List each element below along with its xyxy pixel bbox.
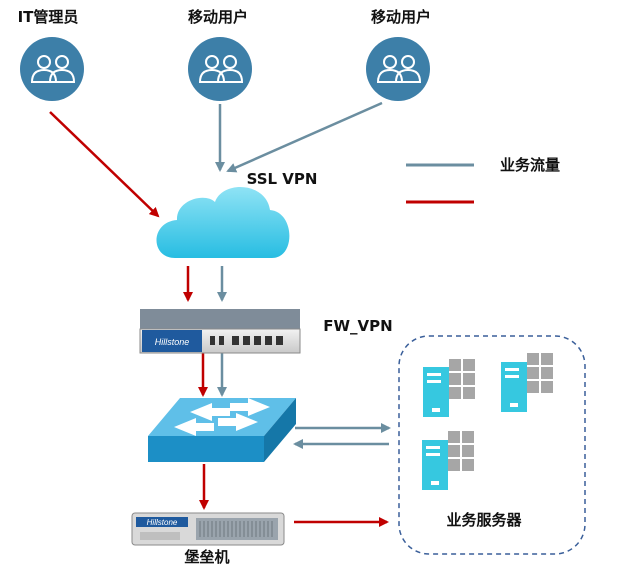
ssl-vpn-cloud-icon — [156, 187, 290, 258]
mobile-user-2-icon — [366, 37, 430, 101]
server-group-boundary — [398, 335, 586, 555]
mobile-user-1-icon — [188, 37, 252, 101]
firewall-device-icon: Hillstone — [139, 309, 301, 354]
mobile-user-1-label: 移动用户 — [188, 8, 248, 26]
server-icon-1 — [423, 359, 475, 417]
bastion-host-icon: Hillstone — [131, 512, 285, 546]
mobile-user-2-label: 移动用户 — [371, 8, 431, 26]
business-servers-label: 业务服务器 — [446, 511, 522, 529]
network-switch-icon — [148, 398, 296, 462]
bastion-brand: Hillstone — [147, 518, 178, 527]
admin-label: IT管理员 — [18, 8, 79, 26]
firewall-brand: Hillstone — [155, 337, 190, 347]
server-icon-2 — [501, 353, 553, 412]
ssl-vpn-label: SSL VPN — [247, 170, 318, 188]
server-icon-3 — [422, 431, 474, 490]
admin-to-cloud-arrow — [49, 111, 160, 218]
bastion-host-label: 堡垒机 — [184, 548, 229, 566]
fw-vpn-label: FW_VPN — [323, 317, 392, 335]
legend-business-label: 业务流量 — [500, 156, 560, 174]
admin-user-icon — [20, 37, 84, 101]
mobile2-to-cloud-arrow — [226, 101, 383, 173]
